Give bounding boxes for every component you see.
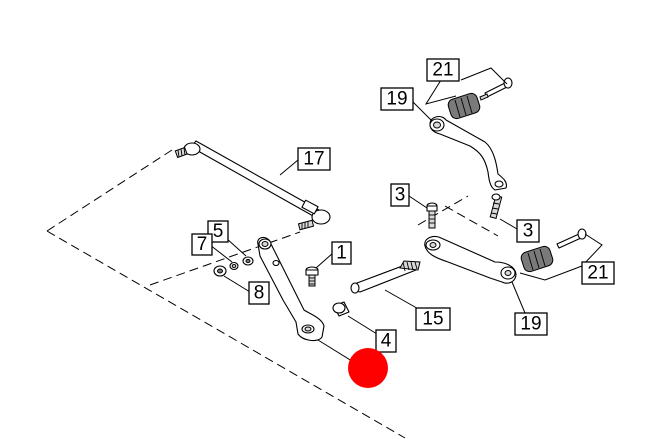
callout-1: 1 bbox=[331, 241, 352, 265]
spring-part-21-lower bbox=[520, 245, 554, 273]
callout-21-lower-label: 21 bbox=[587, 263, 608, 284]
threaded-shaft-part-15 bbox=[350, 260, 421, 294]
callout-7: 7 bbox=[191, 233, 213, 256]
callout-21-upper-label: 21 bbox=[432, 60, 453, 81]
callout-5: 5 bbox=[207, 220, 229, 243]
callout-17-label: 17 bbox=[303, 149, 324, 170]
callout-15-label: 15 bbox=[422, 309, 443, 330]
dashed-frame bbox=[46, 149, 499, 439]
nut-part-8 bbox=[213, 265, 227, 277]
nut-part-5 bbox=[242, 256, 254, 266]
lever-arm-left bbox=[257, 236, 325, 342]
pin-part-21-lower bbox=[556, 228, 587, 249]
callout-3-right-label: 3 bbox=[523, 221, 534, 242]
callout-1-label: 1 bbox=[336, 243, 347, 264]
callout-21-upper: 21 bbox=[426, 58, 460, 82]
callout-17: 17 bbox=[297, 147, 331, 171]
spring-part-21-upper bbox=[447, 92, 481, 120]
tie-rod-part-17 bbox=[174, 140, 331, 231]
callout-3-left: 3 bbox=[390, 183, 410, 207]
lever-arm-upper-part-19 bbox=[429, 115, 507, 191]
callout-8-label: 8 bbox=[254, 283, 265, 304]
callout-5-label: 5 bbox=[213, 221, 224, 242]
screw-part-1 bbox=[305, 266, 319, 287]
washer-part-7 bbox=[229, 261, 239, 271]
callout-21-lower: 21 bbox=[581, 261, 615, 285]
bolt-part-3-left bbox=[426, 202, 438, 229]
callout-19-upper-label: 19 bbox=[386, 89, 407, 110]
bushing-part-4 bbox=[332, 301, 350, 317]
callout-19-lower-label: 19 bbox=[520, 314, 541, 335]
callout-4: 4 bbox=[375, 329, 397, 353]
pin-part-21-upper bbox=[479, 77, 513, 101]
lever-arm-lower-part-19 bbox=[424, 235, 517, 284]
callout-15: 15 bbox=[415, 307, 451, 331]
callout-8: 8 bbox=[248, 281, 270, 305]
callout-3-right: 3 bbox=[516, 219, 540, 243]
callout-7-label: 7 bbox=[197, 234, 208, 255]
red-marker-dot bbox=[348, 348, 388, 388]
bolt-part-3-right bbox=[489, 193, 503, 220]
callout-4-label: 4 bbox=[381, 331, 392, 352]
callout-19-lower: 19 bbox=[514, 312, 548, 336]
callout-19-upper: 19 bbox=[380, 87, 414, 111]
callout-3-left-label: 3 bbox=[395, 185, 406, 206]
